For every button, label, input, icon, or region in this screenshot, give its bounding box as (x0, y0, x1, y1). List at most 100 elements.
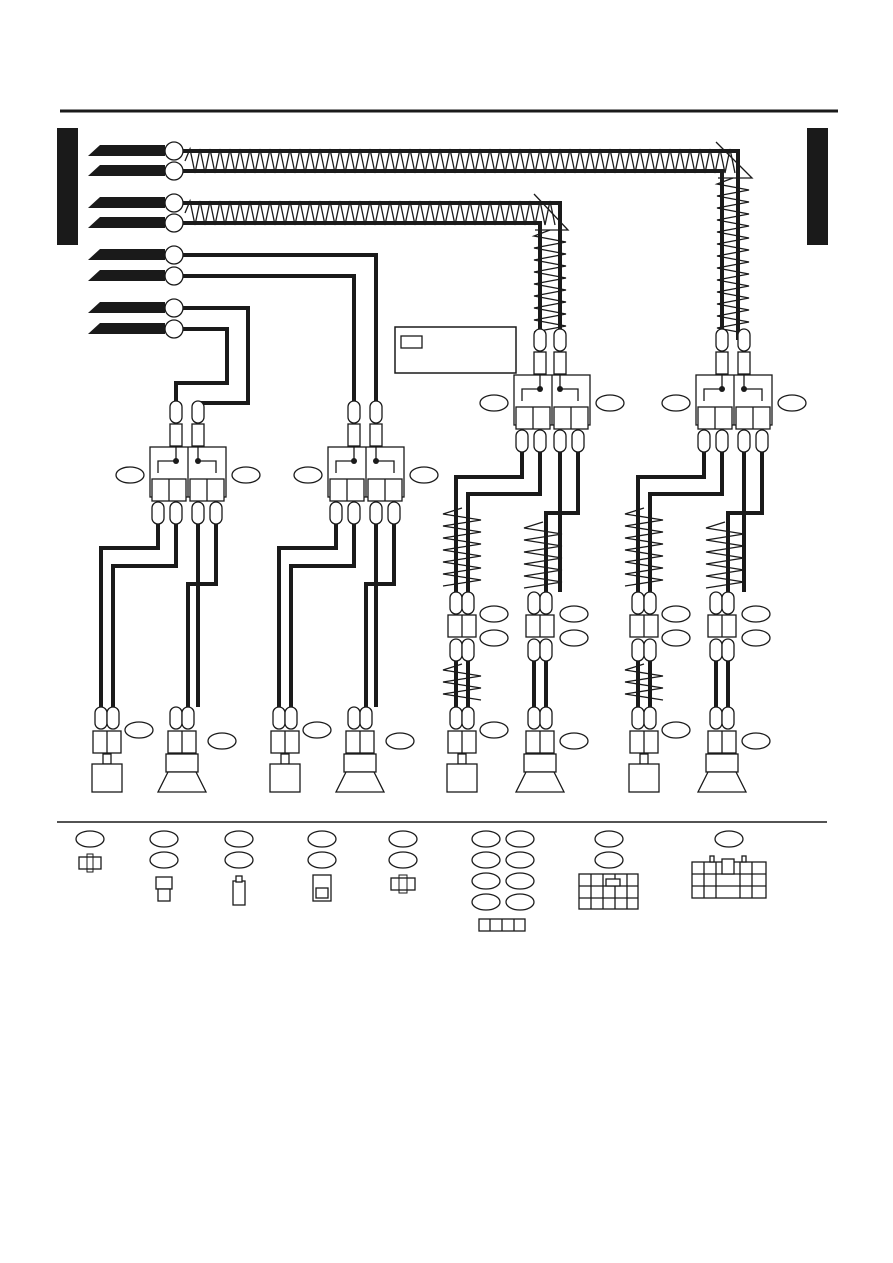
splice-dot (373, 458, 379, 464)
input-terminal-1 (164, 141, 184, 161)
legend-callout (505, 872, 535, 890)
wire-ferrule (539, 638, 553, 662)
input-arrow (88, 217, 165, 228)
wire-ferrule (191, 501, 205, 525)
wire-ferrule (533, 328, 547, 352)
internal-trace (703, 388, 722, 401)
wire (183, 201, 562, 340)
wire (186, 524, 218, 707)
connector-callout (661, 394, 691, 412)
shield-group (184, 141, 754, 701)
connector-icon-2pin (78, 856, 102, 870)
speaker (696, 771, 748, 793)
connector-callout (115, 466, 145, 484)
speaker-magnet (165, 753, 199, 773)
splice-dot (741, 386, 747, 392)
wire-ferrule (643, 706, 657, 730)
legend-callout (388, 830, 418, 848)
connector-callout (661, 721, 691, 739)
wire-ferrule (272, 706, 286, 730)
shield-braid (442, 663, 482, 701)
wire-ferrule (527, 706, 541, 730)
wire-ferrule (709, 591, 723, 615)
splice-dot (173, 458, 179, 464)
wire-ferrule (209, 501, 223, 525)
wire-ferrule (169, 400, 183, 424)
internal-trace (198, 460, 217, 473)
connector-icon-socket (315, 887, 329, 899)
wire-ferrule (169, 706, 183, 730)
wire-ferrule (369, 400, 383, 424)
connector-icon-plug (155, 876, 173, 890)
wire-ferrule (359, 706, 373, 730)
wire (183, 306, 250, 412)
wire (183, 274, 356, 412)
wire-ferrule (643, 591, 657, 615)
wire-ferrule (169, 501, 183, 525)
wire-ferrule (106, 706, 120, 730)
legend-callout (471, 830, 501, 848)
wire-ferrule (715, 429, 729, 453)
wire (183, 221, 542, 340)
legend-box (394, 326, 517, 374)
wire-ferrule (527, 638, 541, 662)
connector-callout (559, 629, 589, 647)
wire (289, 524, 356, 707)
input-plug (347, 423, 361, 447)
connector-callout (559, 605, 589, 623)
speaker-magnet (705, 753, 739, 773)
legend-callout (505, 851, 535, 869)
wire-ferrule (449, 706, 463, 730)
connector-callout (207, 732, 237, 750)
speaker (514, 771, 566, 793)
wire-ferrule (347, 400, 361, 424)
wire-ferrule (461, 706, 475, 730)
shield-braid (714, 177, 750, 335)
legend-callout (471, 893, 501, 911)
splice-dot (195, 458, 201, 464)
wire (174, 327, 229, 412)
connector-callout (479, 629, 509, 647)
legend-callout (714, 830, 744, 848)
internal-trace (157, 460, 176, 473)
legend-callout (388, 851, 418, 869)
wire-ferrule (709, 706, 723, 730)
wire-ferrule (631, 638, 645, 662)
splice-dot (537, 386, 543, 392)
input-arrow (88, 197, 165, 208)
connector-callout (595, 394, 625, 412)
wire-ferrule (181, 706, 195, 730)
wire (454, 452, 524, 592)
wire-ferrule (715, 328, 729, 352)
connector-callout (777, 394, 807, 412)
input-terminal-8 (164, 319, 184, 339)
wire-ferrule (737, 429, 751, 453)
connector-callout (741, 629, 771, 647)
connector-callout (385, 732, 415, 750)
internal-trace (521, 388, 540, 401)
wire (544, 452, 580, 592)
connector-callout (661, 629, 691, 647)
input-terminal-3 (164, 193, 184, 213)
input-arrow (88, 302, 165, 313)
wire-ferrule (387, 501, 401, 525)
wire (183, 253, 378, 412)
shield-braid (531, 229, 567, 333)
wire (99, 524, 160, 707)
connector-icon-tab (398, 874, 408, 894)
wire-ferrule (553, 328, 567, 352)
wire-ferrule (449, 591, 463, 615)
tweeter (269, 763, 301, 793)
connector-icon-blade (235, 875, 243, 883)
input-plug (553, 351, 567, 375)
input-plug (715, 351, 729, 375)
component-group (91, 328, 807, 793)
tweeter (91, 763, 123, 793)
input-terminal-5 (164, 245, 184, 265)
wire (364, 524, 396, 707)
splice-dot (719, 386, 725, 392)
shield-braid (442, 507, 482, 587)
connector-icon-2pin (390, 877, 416, 891)
connector-callout (661, 605, 691, 623)
